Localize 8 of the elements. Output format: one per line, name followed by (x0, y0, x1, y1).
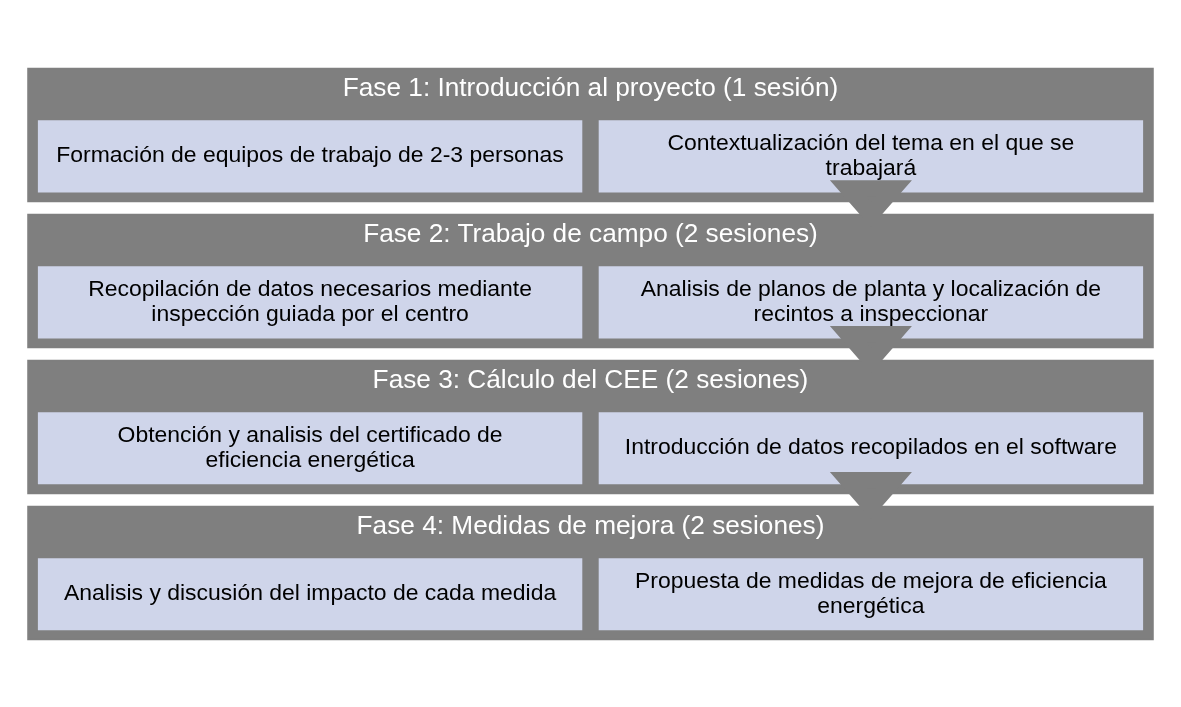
node-box: Recopilación de datos necesarios mediante inspección guiada por el centro (37, 265, 583, 338)
node-box: Obtención y analisis del certificado de eficiencia energética (37, 411, 583, 484)
node-box: Introducción de datos recopilados en el software (598, 411, 1144, 484)
node-box: Contextualización del tema en el que se trabajará (598, 119, 1144, 192)
node-box: Analisis y discusión del impacto de cada medida (37, 557, 583, 630)
node-box: Propuesta de medidas de mejora de eficiencia energética (598, 557, 1144, 630)
node-box: Formación de equipos de trabajo de 2-3 personas (37, 119, 583, 192)
node-box: Analisis de planos de planta y localización de recintos a inspeccionar (598, 265, 1144, 338)
